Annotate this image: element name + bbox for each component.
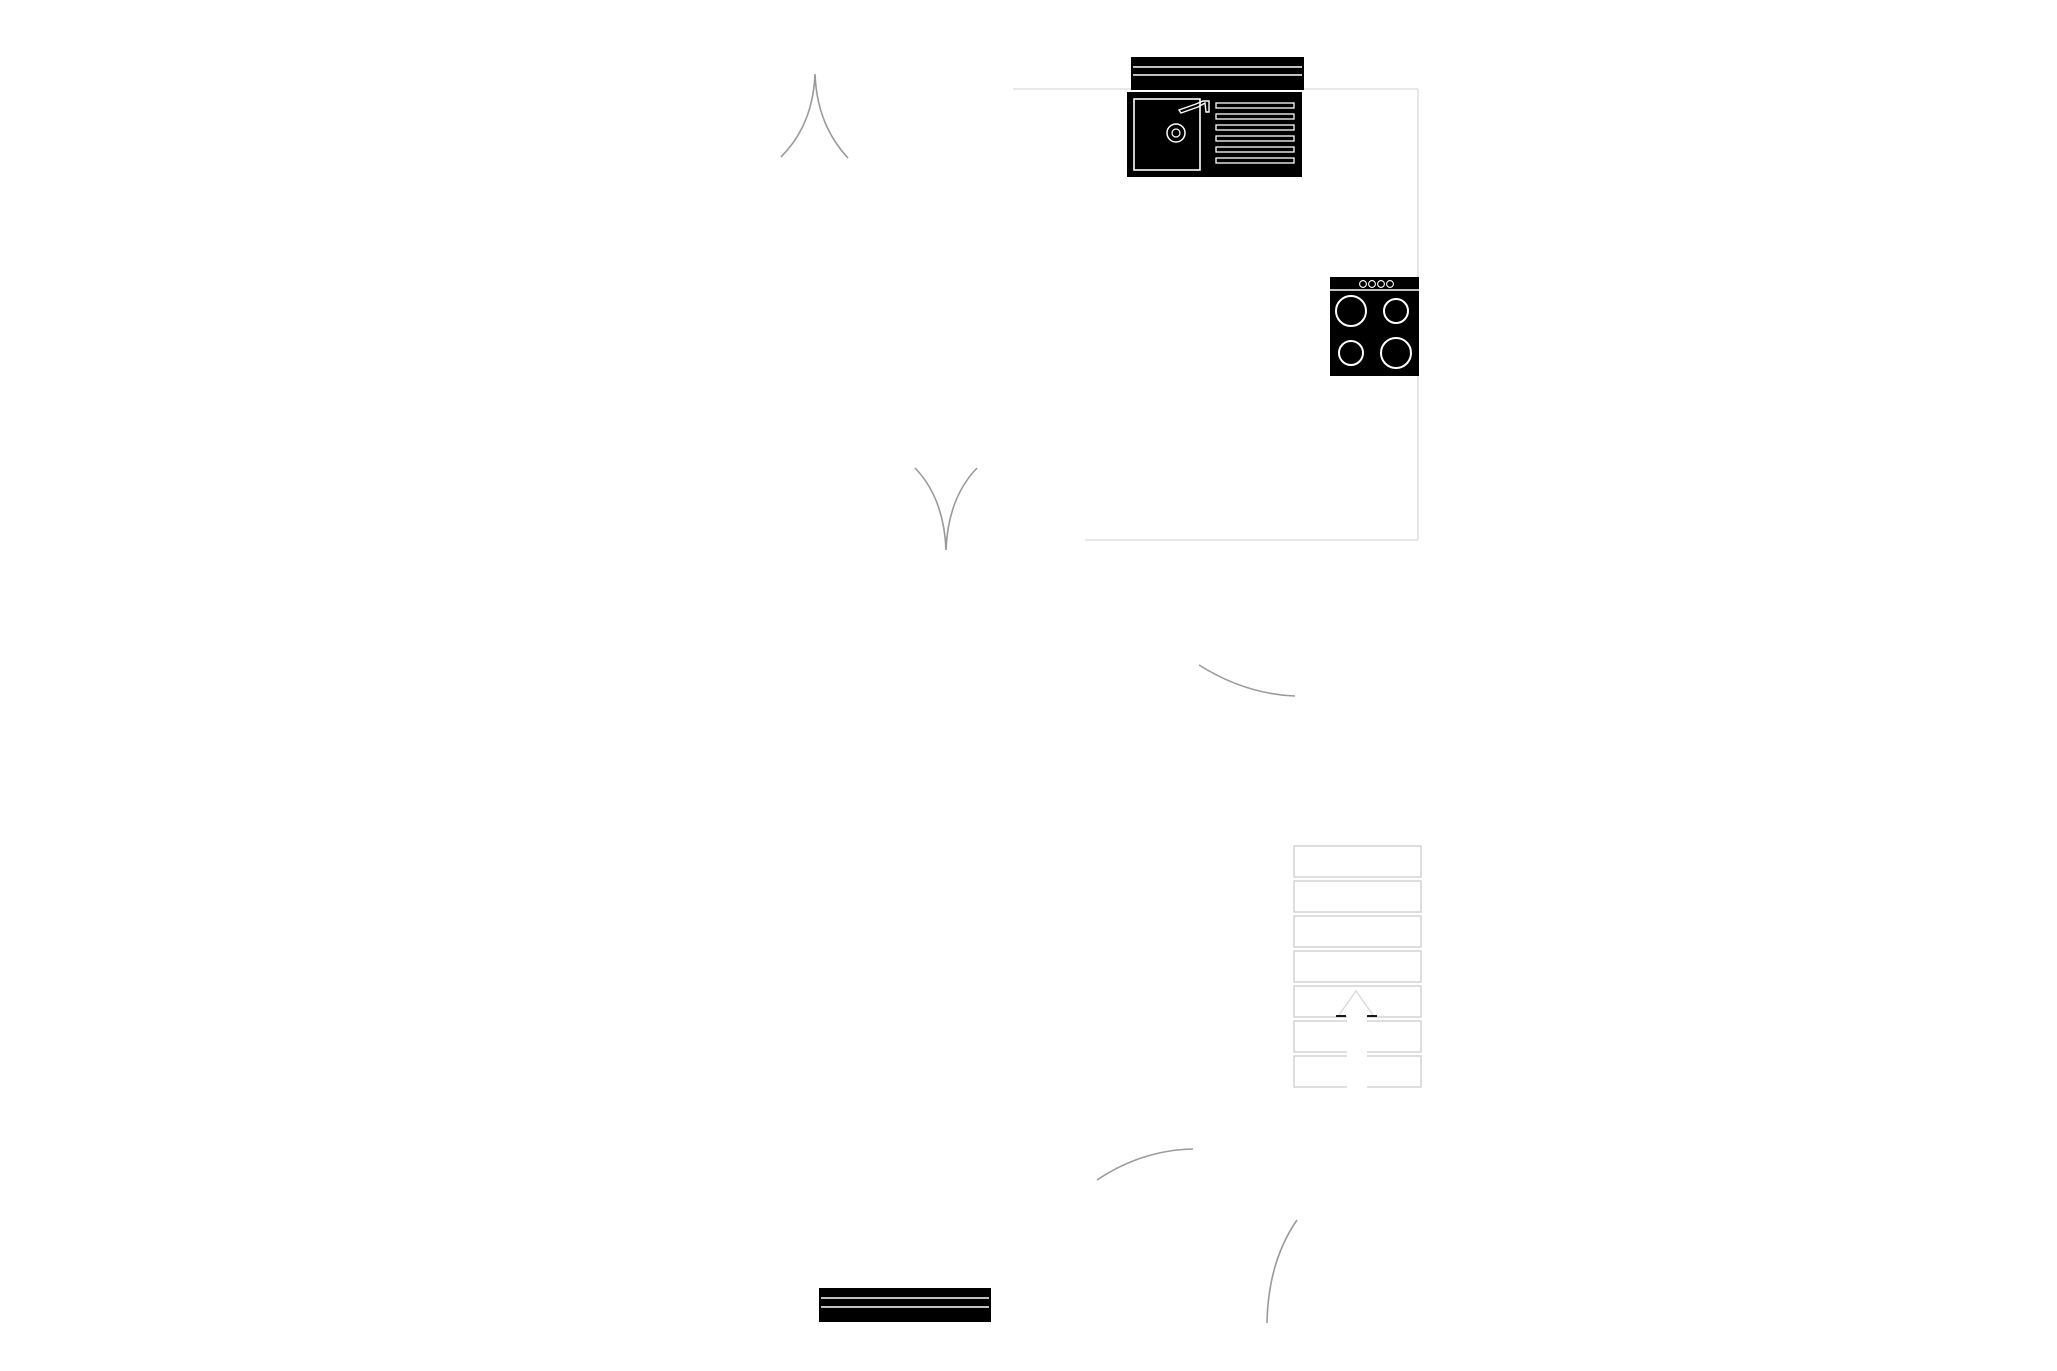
sink-drain: [1166, 123, 1186, 143]
faucet: [1177, 100, 1210, 114]
staircase: [1293, 845, 1422, 1092]
stair-direction-arrow: [1336, 989, 1377, 1088]
door-swing-kitchen-double: [914, 467, 978, 551]
door-swing-lower-left: [1096, 1148, 1194, 1181]
cooktop-burners: [1335, 295, 1412, 369]
door-swings: [780, 73, 1298, 1324]
door-swing-hall: [1198, 664, 1296, 697]
cooktop: [1330, 277, 1419, 376]
sink-basin: [1133, 98, 1201, 171]
door-swing-top-double: [780, 73, 849, 159]
kitchen-sink: [1127, 92, 1302, 177]
drainer-grooves: [1215, 102, 1295, 164]
window-top: [1131, 57, 1304, 90]
cooktop-knobs: [1359, 280, 1394, 288]
door-swing-lower-right: [1266, 1219, 1298, 1324]
window-bottom: [819, 1288, 991, 1322]
